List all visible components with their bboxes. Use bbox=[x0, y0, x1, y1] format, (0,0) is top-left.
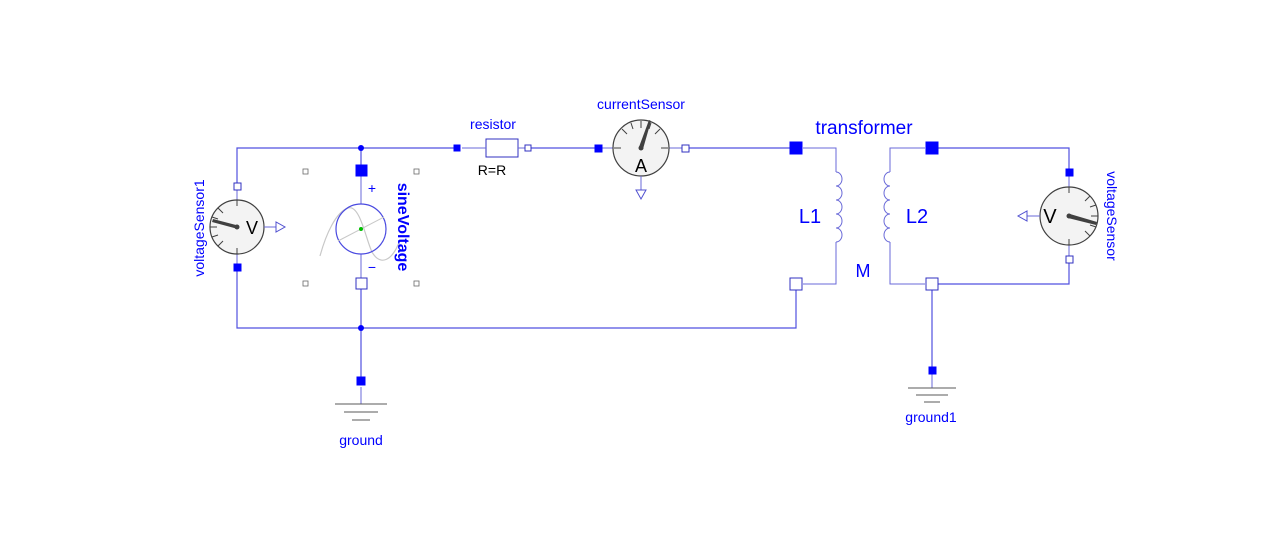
sine-voltage-corner-tl bbox=[302, 168, 309, 175]
sine-voltage-component[interactable]: + − sineVoltage bbox=[302, 164, 420, 290]
transformer-m-label: M bbox=[856, 261, 871, 281]
current-sensor-name-label: currentSensor bbox=[597, 96, 685, 112]
sine-voltage-plus: + bbox=[368, 180, 376, 196]
ground1-component[interactable]: ground1 bbox=[905, 366, 957, 425]
resistor-pin-n[interactable] bbox=[524, 144, 532, 152]
current-sensor-hub bbox=[638, 145, 644, 151]
transformer-pin-n1[interactable] bbox=[789, 277, 803, 291]
voltage-sensor-pin-n[interactable] bbox=[1065, 255, 1074, 264]
transformer-secondary-bottom bbox=[889, 242, 925, 285]
transformer-secondary-coil bbox=[883, 171, 891, 243]
junction-top bbox=[358, 145, 364, 151]
voltage-sensor-output-arrow[interactable] bbox=[1016, 210, 1028, 222]
resistor-pin-p[interactable] bbox=[453, 144, 461, 152]
voltage-sensor-unit: V bbox=[1043, 206, 1057, 228]
current-sensor-pin-p[interactable] bbox=[594, 144, 603, 153]
wires bbox=[236, 145, 1070, 382]
transformer-primary-top bbox=[803, 147, 837, 172]
current-sensor-pin-n[interactable] bbox=[681, 144, 690, 153]
voltage-sensor-component[interactable]: V voltageSensor bbox=[1016, 168, 1120, 264]
ground-name-label: ground bbox=[339, 432, 383, 448]
voltage-sensor-name-label: voltageSensor bbox=[1104, 171, 1120, 261]
voltage-sensor-hub bbox=[1066, 213, 1072, 219]
voltage-sensor-1-pin-p[interactable] bbox=[233, 182, 242, 191]
transformer-pin-p1[interactable] bbox=[789, 141, 803, 155]
transformer-secondary-top bbox=[889, 147, 925, 172]
voltage-sensor-1-unit: V bbox=[246, 218, 258, 238]
wire-bottom[interactable] bbox=[236, 268, 797, 329]
ground1-name-label: ground1 bbox=[905, 409, 957, 425]
sine-voltage-name-label: sineVoltage bbox=[394, 183, 411, 272]
current-sensor-ticks bbox=[614, 121, 668, 149]
sine-voltage-pin-p[interactable] bbox=[355, 164, 368, 177]
transformer-component[interactable]: transformer L1 L2 M bbox=[789, 118, 939, 291]
current-sensor-needle bbox=[639, 120, 651, 149]
transformer-name-label: transformer bbox=[815, 118, 913, 139]
sine-voltage-body bbox=[335, 203, 387, 255]
transformer-primary-coil bbox=[835, 171, 843, 243]
wire-top-left[interactable] bbox=[236, 147, 458, 186]
voltage-sensor-1-name-label: voltageSensor1 bbox=[191, 179, 207, 277]
ground-pin[interactable] bbox=[356, 376, 366, 386]
transformer-pin-p2[interactable] bbox=[925, 141, 939, 155]
sine-voltage-corner-br bbox=[413, 280, 420, 287]
current-sensor-output-arrow[interactable] bbox=[635, 189, 647, 201]
voltage-sensor-1-hub bbox=[234, 224, 240, 230]
wire-secondary-top[interactable] bbox=[932, 147, 1070, 172]
sine-voltage-pin-n[interactable] bbox=[355, 277, 368, 290]
current-sensor-component[interactable]: A currentSensor bbox=[594, 96, 690, 201]
wire-secondary-bottom[interactable] bbox=[932, 259, 1070, 285]
voltage-sensor-needle bbox=[1068, 214, 1097, 225]
voltage-sensor-1-component[interactable]: V voltageSensor1 bbox=[191, 179, 287, 277]
junction-bottom bbox=[358, 325, 364, 331]
resistor-component[interactable]: resistor R=R bbox=[453, 116, 532, 178]
voltage-sensor-1-output-arrow[interactable] bbox=[275, 221, 287, 233]
voltage-sensor-pin-p[interactable] bbox=[1065, 168, 1074, 177]
resistor-name-label: resistor bbox=[470, 116, 516, 132]
ground1-pin[interactable] bbox=[928, 366, 937, 375]
voltage-sensor-ticks bbox=[1068, 187, 1098, 245]
voltage-sensor-1-pin-n[interactable] bbox=[233, 263, 242, 272]
sine-voltage-corner-bl bbox=[302, 280, 309, 287]
sine-voltage-minus: − bbox=[368, 259, 376, 275]
transformer-pin-n2[interactable] bbox=[925, 277, 939, 291]
voltage-sensor-1-needle bbox=[212, 219, 238, 229]
resistor-body bbox=[485, 138, 519, 158]
transformer-l1-label: L1 bbox=[799, 206, 821, 228]
transformer-l2-label: L2 bbox=[906, 206, 928, 228]
ground-component[interactable]: ground bbox=[335, 376, 387, 448]
voltage-sensor-1-ticks bbox=[210, 200, 238, 254]
transformer-primary-bottom bbox=[803, 242, 837, 285]
resistor-param-label: R=R bbox=[478, 162, 506, 178]
sine-voltage-corner-tr bbox=[413, 168, 420, 175]
sine-voltage-center bbox=[359, 227, 363, 231]
sine-voltage-wave bbox=[319, 207, 401, 261]
current-sensor-unit: A bbox=[635, 156, 647, 176]
